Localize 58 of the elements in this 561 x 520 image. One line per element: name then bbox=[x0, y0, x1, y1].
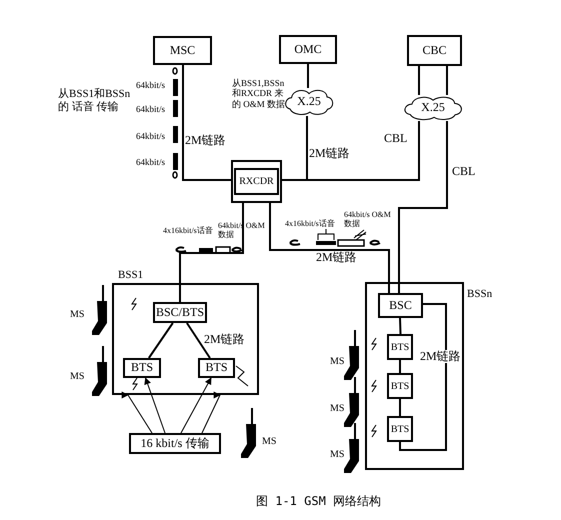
arrow bbox=[180, 377, 212, 434]
network-element-box: OMC bbox=[279, 35, 337, 64]
cloud bbox=[284, 88, 334, 116]
cloud bbox=[403, 95, 463, 121]
network-element-box: BSC/BTS bbox=[153, 302, 207, 323]
device-label: MS bbox=[330, 403, 346, 414]
network-element-box: BSC bbox=[378, 293, 423, 318]
edge-label: 2M链路 bbox=[420, 350, 461, 364]
edge-label: CBL bbox=[452, 165, 476, 178]
device-label: MS bbox=[262, 436, 278, 448]
link-line bbox=[182, 65, 231, 181]
link-line bbox=[446, 66, 448, 95]
link-line bbox=[179, 203, 244, 302]
network-element-box: 16 kbit/s 传输 bbox=[129, 433, 221, 454]
link-line bbox=[399, 318, 402, 334]
network-element-box: BTS bbox=[387, 416, 413, 442]
channel-label: 64kbit/s O&M 数据 bbox=[344, 210, 392, 228]
network-label: X.25 bbox=[297, 95, 321, 109]
network-label: X.25 bbox=[421, 101, 445, 115]
network-element-box: BTS bbox=[123, 358, 161, 378]
arrow bbox=[144, 377, 166, 434]
device-label: MS bbox=[330, 449, 346, 460]
link-line bbox=[418, 66, 420, 95]
channel-label: 64kbit/s bbox=[136, 157, 166, 168]
edge-label: 2M链路 bbox=[309, 147, 350, 160]
channel-label: 64kbit/s bbox=[136, 80, 166, 90]
link-line bbox=[399, 303, 447, 451]
edge-label: CBL bbox=[384, 132, 408, 146]
link-line bbox=[269, 203, 390, 293]
link-line bbox=[282, 121, 420, 181]
group-label: BSS1 bbox=[118, 269, 144, 282]
channel-label: 64kbit/s bbox=[136, 131, 166, 142]
network-element-box: CBC bbox=[407, 35, 462, 66]
note-text: 从BSS1,BSSn 和RXCDR 来的 O&M 数据 bbox=[232, 78, 286, 110]
link-line bbox=[399, 399, 401, 416]
network-element-box: BTS bbox=[387, 334, 413, 360]
device-label: MS bbox=[70, 371, 86, 382]
network-element-box: MSC bbox=[153, 36, 212, 65]
network-element-box: BTS bbox=[387, 373, 413, 399]
network-element-box: BTS bbox=[198, 358, 235, 378]
network-element-box bbox=[231, 160, 282, 203]
channel-label: 4x16kbit/s话音 bbox=[163, 226, 214, 236]
device-label: MS bbox=[330, 356, 346, 368]
figure-caption: 图 1-1 GSM 网络结构 bbox=[256, 493, 382, 510]
edge-label: 2M链路 bbox=[204, 333, 245, 346]
channel-label: 64kbit/s bbox=[136, 104, 166, 114]
arrow bbox=[202, 394, 220, 434]
link-line bbox=[148, 322, 174, 359]
transcoder-box: RXCDR bbox=[234, 168, 279, 195]
link-label: 2M链路 bbox=[185, 134, 227, 148]
link-line bbox=[186, 322, 211, 359]
edge-label: 2M链路 bbox=[316, 251, 357, 264]
link-line bbox=[307, 64, 309, 88]
device-label: MS bbox=[70, 309, 86, 320]
link-line bbox=[398, 121, 448, 293]
group-label: BSSn bbox=[467, 288, 492, 300]
link-line bbox=[399, 360, 401, 373]
channel-label: 4x16kbit/s话音 bbox=[285, 219, 336, 228]
